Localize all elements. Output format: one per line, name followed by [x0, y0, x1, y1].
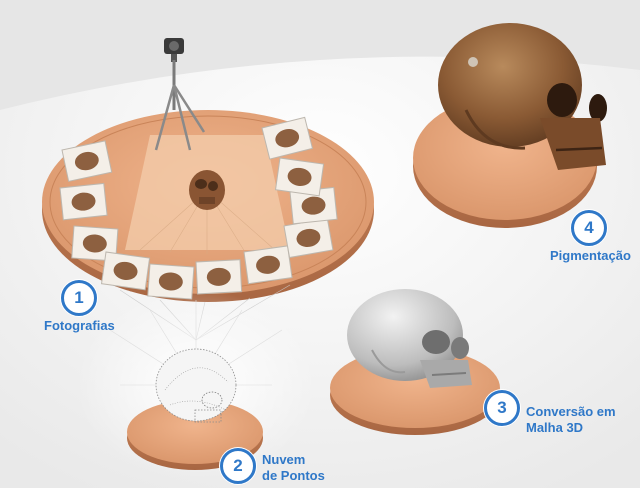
step-4-title: Pigmentação — [550, 248, 631, 264]
step-3-line2: Malha 3D — [526, 420, 616, 436]
step-4-number-badge: 4 — [571, 210, 607, 246]
step-1-label: Fotografias — [44, 318, 115, 334]
step-3-number-badge: 3 — [484, 390, 520, 426]
photo-thumbnail — [276, 158, 324, 196]
photo-thumbnail — [244, 246, 292, 284]
step-1-number-badge: 1 — [61, 280, 97, 316]
step-4-label: Pigmentação — [550, 248, 631, 264]
step-3-label: Conversão em Malha 3D — [526, 404, 616, 436]
step-1-title: Fotografias — [44, 318, 115, 334]
step-2-number-badge: 2 — [220, 448, 256, 484]
photo-thumbnail — [196, 260, 242, 294]
photo-thumbnail — [60, 183, 107, 219]
step-3-line1: Conversão em — [526, 404, 616, 420]
photo-thumbnail — [102, 252, 150, 290]
center-skull-icon — [189, 170, 225, 210]
step-2-label: Nuvem de Pontos — [262, 452, 325, 484]
step-2-line2: de Pontos — [262, 468, 325, 484]
step-2-line1: Nuvem — [262, 452, 325, 468]
photo-thumbnail — [284, 218, 333, 257]
